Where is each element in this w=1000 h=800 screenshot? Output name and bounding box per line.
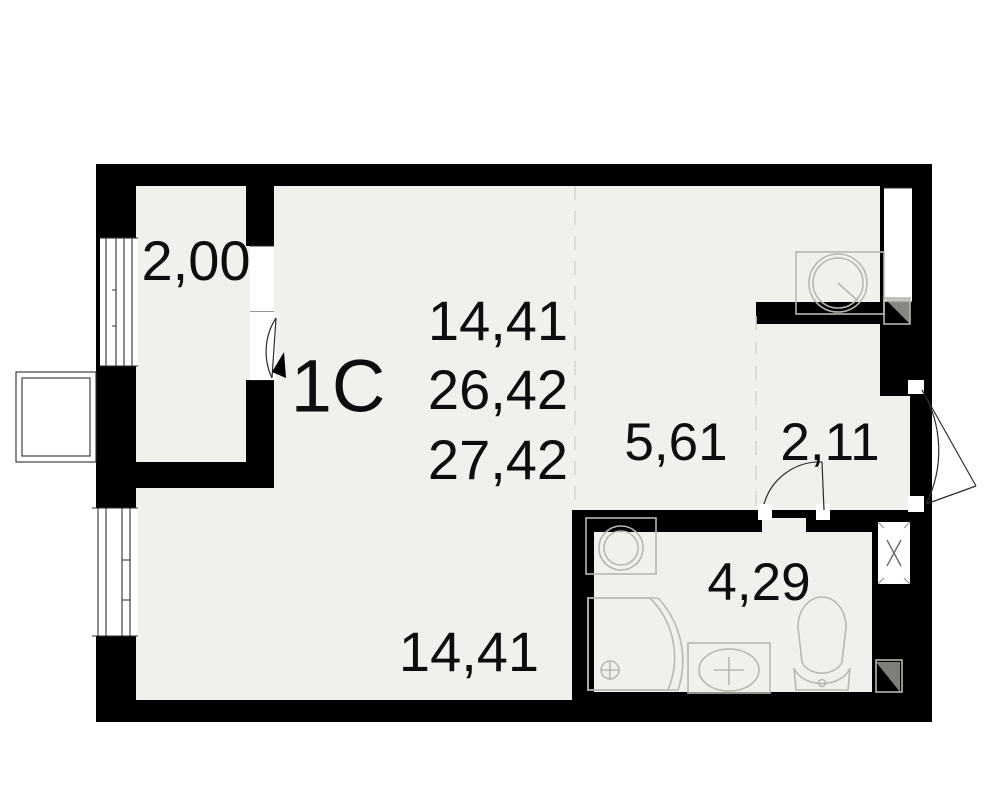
door-balcony[interactable] xyxy=(250,312,286,380)
bathroom-corner-detail xyxy=(875,659,903,693)
label-bathroom-area: 4,29 xyxy=(707,553,810,612)
interior-floor xyxy=(136,186,910,700)
label-hall-area: 2,11 xyxy=(780,413,879,472)
label-unit-code: 1C xyxy=(291,345,386,428)
wall-top xyxy=(96,164,932,186)
bathroom-sink xyxy=(687,642,771,694)
door-entrance[interactable] xyxy=(908,380,977,512)
wall-balcony-bottom xyxy=(136,462,274,488)
wall-kitchen-nook xyxy=(756,302,886,324)
label-kitchen-area: 5,61 xyxy=(624,413,727,472)
label-total-area: 26,42 xyxy=(428,358,568,421)
kitchen-sink-fixture xyxy=(795,251,885,315)
brand-name: Домклик xyxy=(72,746,183,775)
balcony-side-glazing xyxy=(100,237,112,367)
wall-bottom xyxy=(96,700,932,722)
window-kitchen xyxy=(884,187,912,303)
label-balcony-area: 2,00 xyxy=(142,229,251,292)
window-left-lower xyxy=(92,507,138,637)
wall-bath-top-left xyxy=(572,510,762,532)
house-logo-icon xyxy=(29,745,61,777)
wall-right xyxy=(910,164,932,722)
area-labels: 2,00 1C 14,41 26,42 27,42 5,61 2,11 4,29… xyxy=(142,229,880,683)
ventilation-shaft xyxy=(877,521,911,585)
door-bathroom[interactable] xyxy=(758,461,830,520)
brand-watermark: Домклик xyxy=(28,744,182,778)
zone-divider-lines xyxy=(574,186,757,510)
label-living-top: 14,41 xyxy=(428,289,568,352)
label-living-bottom: 14,41 xyxy=(399,620,539,683)
kitchen-corner-detail xyxy=(883,297,911,325)
label-total-with-balcony: 27,42 xyxy=(428,428,568,491)
bathroom-shower-tray xyxy=(587,597,684,691)
balcony-glazing xyxy=(15,371,97,463)
bathroom-washer xyxy=(585,517,657,575)
bathroom-toilet xyxy=(793,596,851,691)
